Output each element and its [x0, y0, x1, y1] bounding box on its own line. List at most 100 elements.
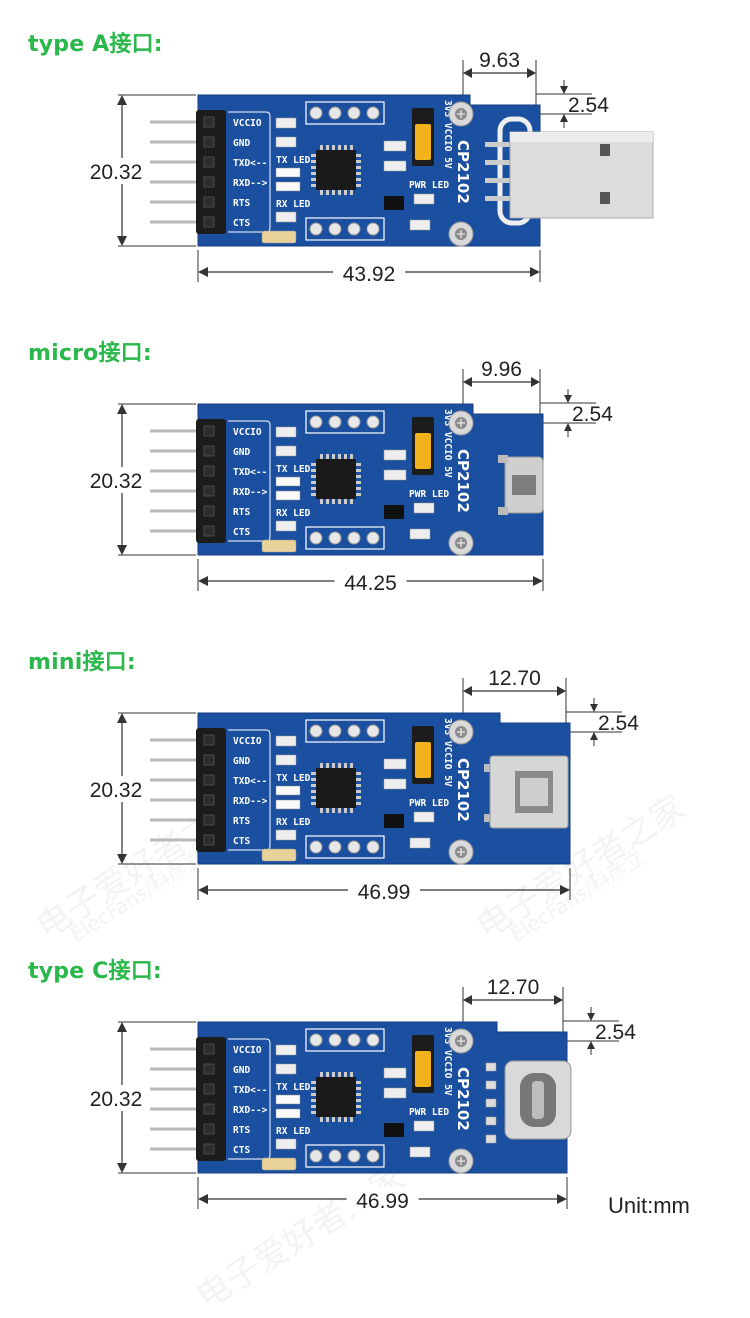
dimension-arrow — [560, 86, 568, 94]
pad-row-outline — [305, 410, 385, 434]
chip-name-label: CP2102 — [454, 140, 472, 204]
dimension-arrow — [564, 423, 572, 431]
chip-pin — [311, 172, 316, 175]
jumper-cap — [415, 433, 431, 469]
chip-pin — [338, 1072, 341, 1077]
pwr-led — [413, 811, 435, 823]
chip-name-label: CP2102 — [454, 1067, 472, 1131]
pin-socket — [203, 465, 215, 477]
pwr-led — [413, 193, 435, 205]
dimension-arrow — [117, 713, 127, 723]
pin-label: RTS — [233, 507, 250, 518]
usb-c-smd-pad — [485, 1080, 497, 1090]
chip-pin — [356, 469, 361, 472]
smd-resistor — [409, 837, 431, 849]
chip-pin — [320, 454, 323, 459]
smd-resistor — [409, 528, 431, 540]
chip-pin — [350, 190, 353, 195]
usb-c-smd-pad — [485, 1116, 497, 1126]
chip-pin — [311, 463, 316, 466]
height-dimension-label: 20.32 — [90, 470, 143, 493]
chip-pin — [338, 454, 341, 459]
chip-pin — [326, 808, 329, 813]
pin-socket — [203, 1143, 215, 1155]
chip-pin — [326, 190, 329, 195]
pin-header — [196, 110, 226, 234]
smd-resistor — [275, 1063, 297, 1075]
pad-row-outline — [305, 101, 385, 125]
jumper-label: 3V3 VCCIO 5V — [442, 100, 453, 169]
pin-label: GND — [233, 756, 250, 767]
chip-pin — [356, 172, 361, 175]
through-hole-pad — [309, 724, 323, 738]
board-diagram: 20.3244.259.962.54VCCIOGNDTXD<--RXD-->RT… — [86, 358, 613, 595]
chip-pin — [311, 772, 316, 775]
pin-socket — [203, 176, 215, 188]
chip-pin — [311, 154, 316, 157]
smd-resistor — [409, 1146, 431, 1158]
header-pin — [150, 429, 200, 433]
jumper-cap — [415, 124, 431, 160]
header-pin — [150, 180, 200, 184]
usb-c-smd-pad — [485, 1098, 497, 1108]
dimension-arrow — [590, 704, 598, 712]
dimension-arrow — [463, 68, 472, 78]
dimension-arrow — [117, 545, 127, 555]
chip-pin — [356, 1111, 361, 1114]
cp2102-chip — [316, 1077, 356, 1117]
dimension-arrow — [530, 267, 540, 277]
header-pin — [150, 1047, 200, 1051]
rx-led-label: RX LED — [276, 817, 311, 828]
pad-row-outline — [305, 1144, 385, 1168]
through-hole-pad — [328, 531, 342, 545]
chip-pin — [344, 145, 347, 150]
smd-capacitor — [383, 1087, 407, 1099]
dim-label-bg — [86, 776, 152, 802]
pin-label: RTS — [233, 1125, 250, 1136]
chip-pin — [338, 145, 341, 150]
chip-pin — [320, 145, 323, 150]
smd-resistor — [275, 829, 297, 841]
smd-capacitor — [383, 1067, 407, 1079]
smd-resistor — [275, 211, 297, 223]
pin-socket — [203, 196, 215, 208]
dimension-arrow — [198, 885, 208, 895]
chip-pin — [311, 1087, 316, 1090]
board-diagram: 20.3243.929.632.54VCCIOGNDTXD<--RXD-->RT… — [86, 49, 654, 286]
chip-pin — [350, 808, 353, 813]
tx-led-label: TX LED — [276, 155, 311, 166]
pin-label: VCCIO — [233, 427, 262, 438]
chip-pin — [320, 1072, 323, 1077]
pin-label: RXD--> — [233, 796, 268, 807]
chip-pin — [311, 493, 316, 496]
dim-label-bg — [86, 1085, 152, 1111]
through-hole-pad — [328, 106, 342, 120]
pin-socket — [203, 445, 215, 457]
tx-led — [275, 785, 301, 796]
pin-socket — [203, 754, 215, 766]
dim-label-bg — [86, 158, 152, 184]
pin-label: CTS — [233, 836, 250, 847]
dimension-arrow — [117, 1022, 127, 1032]
pwr-led — [413, 1120, 435, 1132]
header-pin — [150, 529, 200, 533]
smd-resistor — [275, 117, 297, 129]
chip-pin — [332, 763, 335, 768]
header-pin — [150, 220, 200, 224]
chip-pin — [356, 796, 361, 799]
usb-a-pin — [485, 142, 511, 147]
dimension-arrow — [560, 114, 568, 122]
through-hole-pad — [309, 415, 323, 429]
height-dimension-label: 20.32 — [90, 161, 143, 184]
chip-pin — [326, 1117, 329, 1122]
chip-pin — [356, 463, 361, 466]
rx-led — [275, 1108, 301, 1119]
through-hole-pad — [347, 1149, 361, 1163]
through-hole-pad — [347, 106, 361, 120]
pin-socket — [203, 425, 215, 437]
header-pin — [150, 758, 200, 762]
rx-led-label: RX LED — [276, 199, 311, 210]
through-hole-pad — [347, 724, 361, 738]
tx-led — [275, 1094, 301, 1105]
